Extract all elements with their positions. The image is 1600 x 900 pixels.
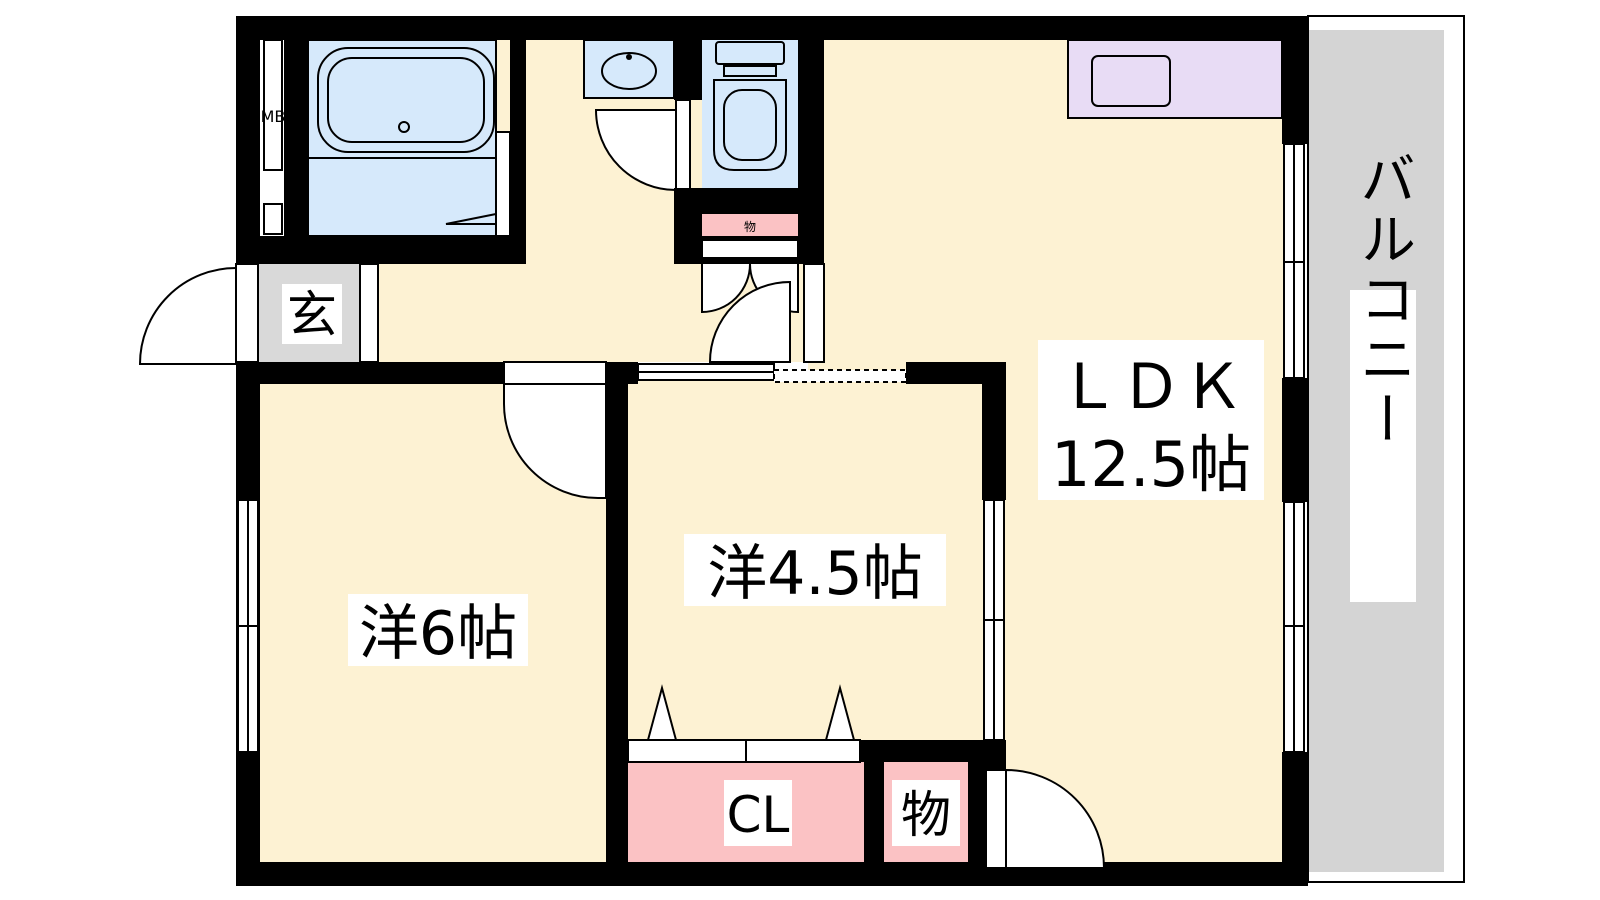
closet-door-right[interactable]: [824, 684, 856, 741]
ldk-name: ＬＤＫ: [1058, 350, 1244, 423]
wall-toilet-bottom: [674, 188, 824, 214]
wall-mid-horizontal: [236, 362, 506, 384]
entrance-door[interactable]: [138, 267, 237, 365]
western45-label: 洋4.5帖: [707, 539, 922, 609]
ldk-label-bg: [1038, 340, 1264, 500]
hall-door[interactable]: [708, 280, 791, 363]
labels: ＬＤＫ 12.5帖 洋6帖 洋4.5帖 CL 物 物 玄 MB バルコニー: [261, 107, 1416, 846]
toilet-bowl: [713, 79, 787, 171]
wall-bottom: [236, 862, 1308, 886]
storage-door-frame: [985, 769, 1007, 869]
balcony-label-bg: [1350, 290, 1416, 602]
wall-right-top: [1282, 16, 1308, 144]
wall-bath-right: [510, 16, 526, 264]
toilet-seat: [723, 89, 777, 161]
entrance-label-bg: [282, 284, 342, 344]
closet-label-bg: [724, 780, 792, 846]
wall-bath-bottom: [236, 236, 526, 264]
windows: [237, 39, 1305, 753]
wall-ldk-left-upper: [982, 362, 1006, 500]
toilet-lid: [723, 65, 777, 77]
wall-right-mid: [1282, 378, 1308, 502]
wall-closet-storage: [864, 740, 884, 886]
western6-label-bg: [348, 594, 528, 666]
entrance-label: 玄: [287, 286, 337, 344]
kitchen-sink: [1091, 55, 1171, 107]
wall-toilet-left: [674, 16, 702, 100]
bathroom: [307, 39, 511, 237]
toilet-room: [702, 40, 798, 188]
wall-mid-horizontal-3: [906, 362, 1006, 384]
storage-label: 物: [901, 786, 951, 844]
small-storage-shelf: [701, 239, 799, 259]
western6-door-frame: [503, 361, 607, 385]
western45-label-bg: [684, 534, 946, 606]
wall-storage-right: [968, 762, 986, 886]
toilet-tank: [715, 41, 785, 65]
wall-right-bottom: [1282, 752, 1308, 886]
bath-door-frame: [495, 131, 511, 237]
mb-slot-lower: [263, 203, 283, 235]
washbasin: [583, 39, 691, 191]
wall-bath-left: [284, 16, 308, 264]
wall-left-upper: [236, 16, 260, 264]
entrance-door-frame: [235, 263, 259, 363]
storage-small-label: 物: [744, 220, 756, 234]
storage-door[interactable]: [1005, 768, 1106, 869]
kitchen: [1067, 39, 1283, 119]
bath-door: [445, 213, 497, 225]
hall-door-frame: [803, 263, 825, 363]
storage-label-bg: [892, 780, 960, 846]
small-storage-door-l[interactable]: [701, 263, 751, 314]
closet-label: CL: [727, 786, 790, 844]
closet-door-left[interactable]: [646, 684, 678, 741]
wall-rooms-divider: [606, 362, 628, 886]
wall-closet-top: [860, 740, 1006, 762]
wall-toilet-right: [798, 16, 824, 264]
meter-box-label: MB: [261, 107, 286, 126]
ldk-size: 12.5帖: [1051, 428, 1251, 501]
storage-small-floor: [702, 214, 798, 236]
sliding-door-b[interactable]: [773, 369, 907, 383]
washbasin-tap: [626, 54, 632, 60]
western6-door[interactable]: [503, 383, 607, 499]
wall-top: [236, 16, 1308, 40]
western6-label: 洋6帖: [359, 599, 517, 669]
bathtub-inner: [327, 57, 485, 143]
washbasin-bowl: [601, 52, 657, 90]
bath-drain: [398, 121, 410, 133]
entrance-step: [359, 263, 379, 363]
wash-door-frame: [675, 99, 691, 191]
mb-slot-upper: [263, 39, 283, 171]
closet-door-frame: [627, 739, 861, 763]
doors: [138, 239, 1106, 869]
wash-door-swing: [594, 109, 677, 191]
balcony-label: バルコニー: [1351, 150, 1416, 450]
bathtub: [317, 47, 495, 153]
